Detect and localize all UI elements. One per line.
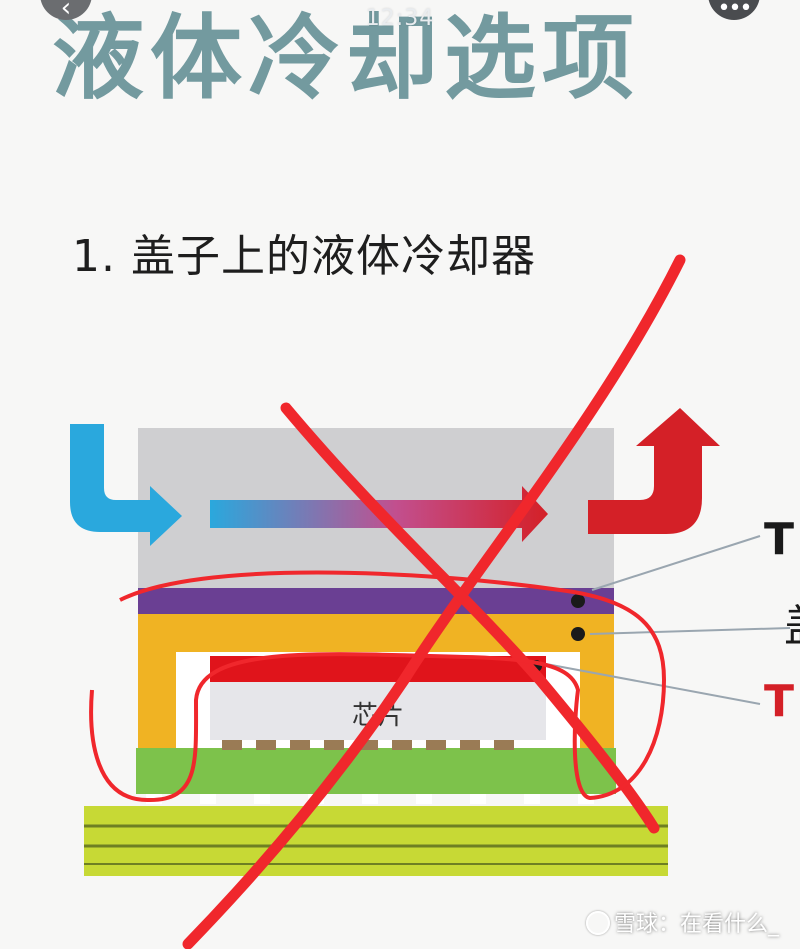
slide-item-1: 1. 盖子上的液体冷却器	[72, 231, 536, 282]
slide-title: 液体冷却选项	[52, 5, 641, 112]
inlet-arrow-icon	[70, 424, 182, 546]
label-tim2: T	[764, 514, 795, 565]
label-tim1: T	[764, 676, 795, 727]
status-bar: ‹ 12:34 •••	[0, 0, 800, 40]
more-button[interactable]: •••	[708, 0, 760, 21]
tim2-layer	[138, 588, 614, 614]
outlet-arrow-icon	[588, 408, 720, 534]
package-substrate	[136, 748, 616, 794]
micro-bumps	[222, 740, 514, 750]
watermark: 雪球：在看什么_	[586, 906, 779, 938]
label-lid: 盖	[784, 590, 800, 654]
status-time: 12:34	[365, 6, 435, 31]
watermark-text: 雪球：在看什么_	[614, 912, 780, 937]
cross-mark-annotation	[182, 254, 686, 949]
lid-dot	[571, 627, 585, 641]
chevron-left-icon: ‹	[60, 0, 72, 23]
ellipsis-icon: •••	[717, 0, 753, 21]
tim2-dot	[571, 594, 585, 608]
highlight-circle-annotation	[89, 570, 667, 803]
pcb-board	[84, 806, 668, 876]
xueqiu-logo-icon	[586, 911, 610, 935]
leader-lines	[545, 535, 791, 705]
back-button[interactable]: ‹	[40, 0, 92, 23]
tim1-layer	[210, 656, 546, 682]
